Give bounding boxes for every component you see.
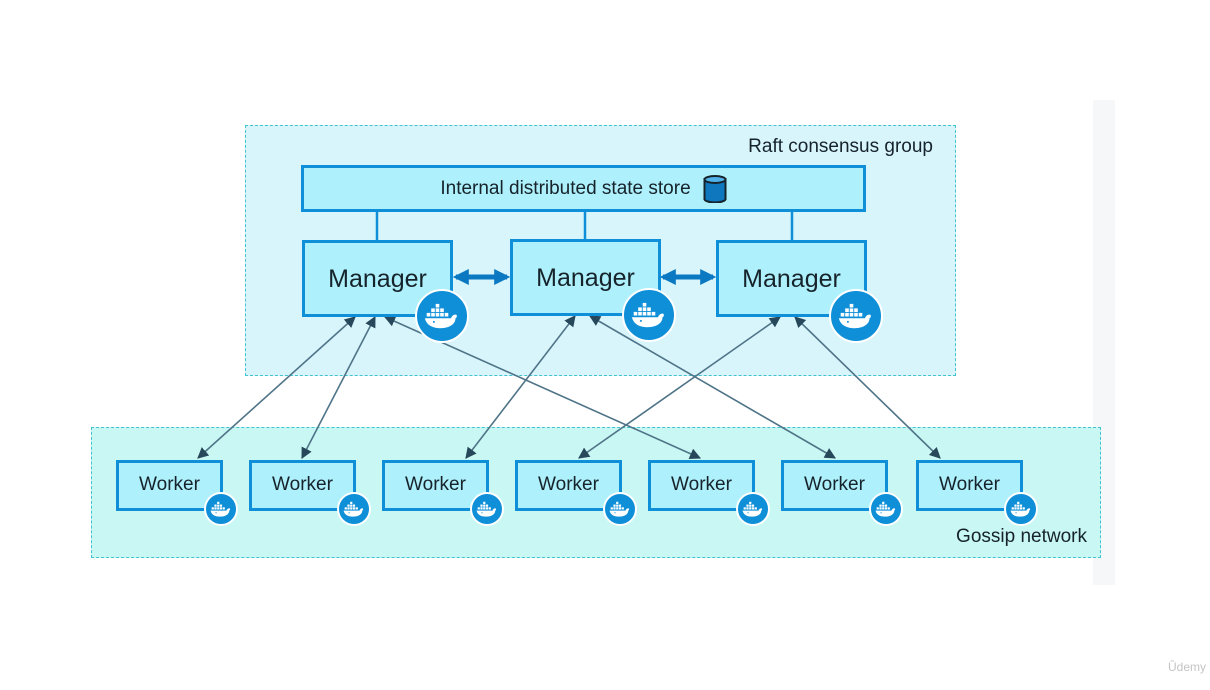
docker-whale-icon <box>603 492 637 526</box>
manager-label: Manager <box>742 265 841 293</box>
docker-whale-icon <box>869 492 903 526</box>
database-icon <box>703 174 727 203</box>
internal-state-store: Internal distributed state store <box>301 165 866 212</box>
manager-label: Manager <box>536 264 635 292</box>
worker-node-4: Worker <box>515 460 622 511</box>
state-store-label: Internal distributed state store <box>440 177 691 199</box>
worker-label: Worker <box>671 474 732 495</box>
gossip-network-label: Gossip network <box>956 526 1087 547</box>
docker-whale-icon <box>736 492 770 526</box>
manager-node-1: Manager <box>302 240 453 317</box>
worker-label: Worker <box>405 474 466 495</box>
docker-whale-icon <box>1004 492 1038 526</box>
manager-label: Manager <box>328 265 427 293</box>
worker-label: Worker <box>538 474 599 495</box>
raft-group-label: Raft consensus group <box>748 136 933 157</box>
docker-whale-icon <box>622 288 676 342</box>
worker-label: Worker <box>139 474 200 495</box>
docker-whale-icon <box>415 289 469 343</box>
docker-whale-icon <box>204 492 238 526</box>
worker-label: Worker <box>939 474 1000 495</box>
watermark-logo: Ûdemy <box>1167 660 1206 674</box>
docker-whale-icon <box>337 492 371 526</box>
worker-node-7: Worker <box>916 460 1023 511</box>
docker-whale-icon <box>829 289 883 343</box>
docker-whale-icon <box>470 492 504 526</box>
worker-label: Worker <box>272 474 333 495</box>
worker-label: Worker <box>804 474 865 495</box>
